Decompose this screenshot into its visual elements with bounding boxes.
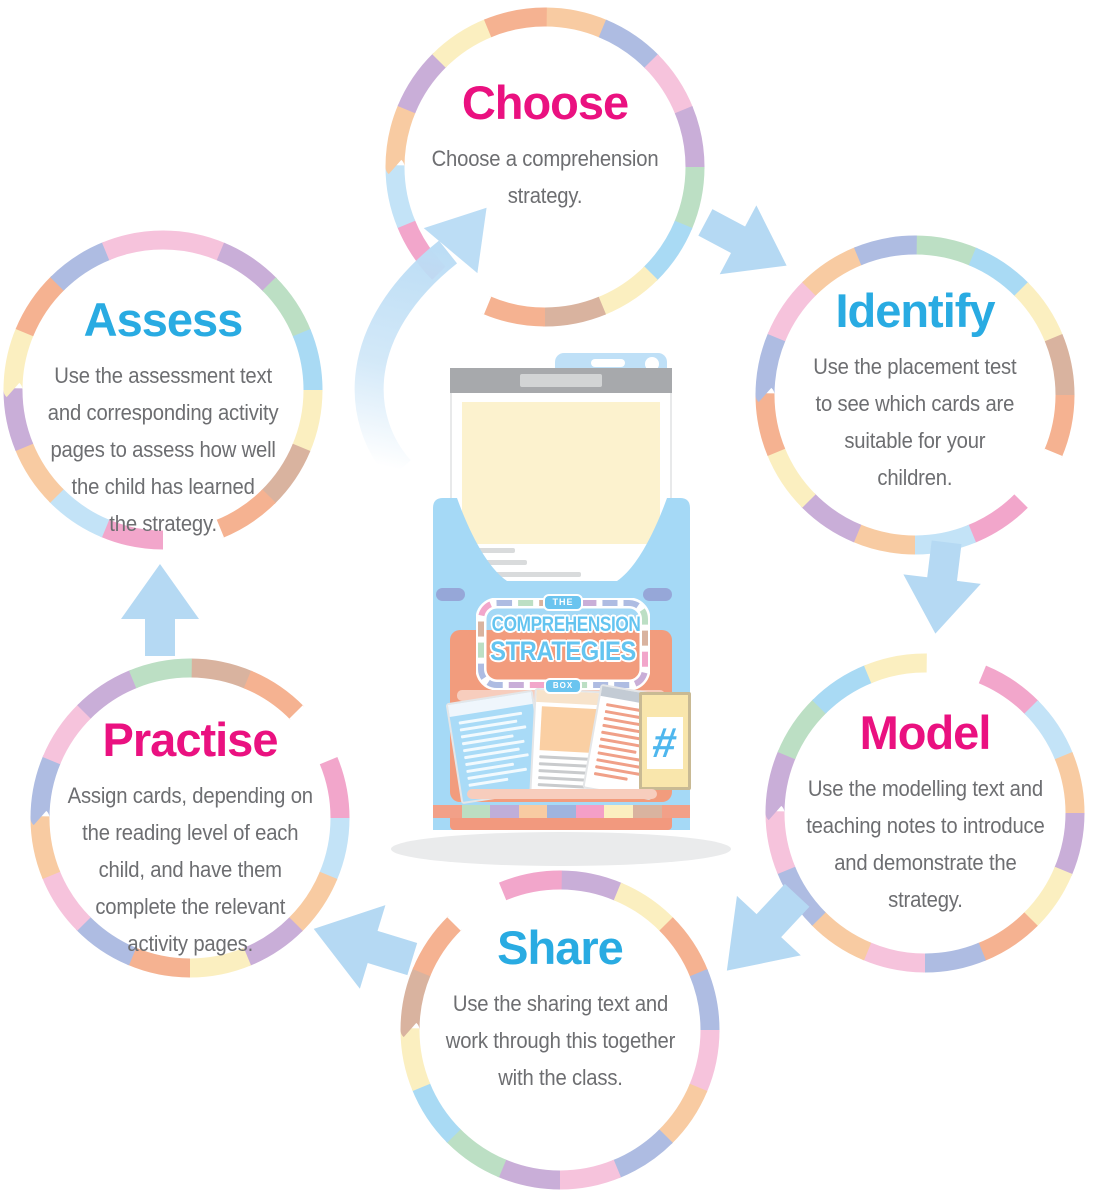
segmented-ring — [385, 7, 705, 327]
step-title-share: Share — [497, 921, 624, 974]
card-text-line — [475, 572, 581, 577]
hash-tile-inner: # — [647, 717, 683, 769]
hash-icon: # — [650, 719, 681, 766]
base-tile — [575, 805, 605, 818]
step-body-identify: Use the placement test to see which card… — [813, 354, 1017, 490]
step-body-model: Use the modelling text and teaching note… — [805, 776, 1045, 912]
step-body-assess: Use the assessment text and correspondin… — [47, 363, 279, 536]
card-header-tab — [520, 374, 602, 387]
step-content: Share Use the sharing text and work thro… — [400, 870, 720, 1190]
box-base-strip — [433, 805, 691, 818]
step-content: Practise Assign cards, depending on the … — [30, 658, 350, 978]
box-base-bar — [450, 818, 672, 830]
step-circle-assess: Assess Use the assessment text and corre… — [3, 230, 323, 550]
base-tile — [632, 805, 662, 818]
segmented-ring — [400, 870, 720, 1190]
hash-tile: # — [639, 692, 691, 790]
card-tab-pill — [591, 359, 625, 367]
base-tile — [490, 805, 519, 818]
card-line — [468, 777, 509, 787]
card-text-line — [467, 548, 515, 553]
step-circle-model: Model Use the modelling text and teachin… — [765, 653, 1085, 973]
arrow-practise-to-assess — [121, 564, 199, 656]
step-title-practise: Practise — [102, 713, 279, 766]
logo-comprehension-label: COMPREHENSION — [491, 613, 641, 636]
box-handle-left — [436, 588, 465, 601]
box-logo-plate: THE COMPREHENSION STRATEGIES BOX — [476, 594, 650, 694]
logo-the-label: THE — [543, 594, 583, 611]
step-title-choose: Choose — [461, 76, 629, 129]
base-tile — [661, 805, 691, 818]
step-circle-choose: Choose Choose a comprehension strategy. — [385, 7, 705, 327]
logo-box-label: BOX — [544, 678, 582, 694]
big-card-header — [450, 368, 672, 393]
step-content: Model Use the modelling text and teachin… — [765, 653, 1085, 973]
card-line — [593, 771, 628, 781]
step-title-model: Model — [859, 706, 992, 759]
base-tile — [518, 805, 548, 818]
step-circle-practise: Practise Assign cards, depending on the … — [30, 658, 350, 978]
step-title-identify: Identify — [835, 284, 995, 337]
segmented-ring — [3, 230, 323, 550]
box-shadow — [391, 832, 731, 866]
step-body-choose: Choose a comprehension strategy. — [431, 146, 659, 208]
segmented-ring — [30, 658, 350, 978]
card-yellow-panel — [462, 402, 660, 544]
step-body-share: Use the sharing text and work through th… — [445, 991, 675, 1090]
step-circle-identify: Identify Use the placement test to see w… — [755, 235, 1075, 555]
strategies-box-illustration: THE COMPREHENSION STRATEGIES BOX — [391, 340, 731, 880]
logo-strategies-label: STRATEGIES — [490, 636, 636, 666]
shelf-stripe — [467, 789, 657, 799]
step-content: Choose Choose a comprehension strategy. — [385, 7, 705, 327]
segmented-ring — [765, 653, 1085, 973]
card-text-line — [471, 560, 527, 565]
box-handle-right — [643, 588, 672, 601]
card-tab-dot — [645, 357, 659, 371]
step-content: Assess Use the assessment text and corre… — [3, 230, 323, 550]
base-tile — [433, 805, 462, 818]
step-circle-share: Share Use the sharing text and work thro… — [400, 870, 720, 1190]
base-tile — [604, 805, 633, 818]
base-tile — [461, 805, 491, 818]
step-body-practise: Assign cards, depending on the reading l… — [67, 783, 313, 956]
step-title-assess: Assess — [83, 293, 244, 346]
base-tile — [547, 805, 576, 818]
step-content: Identify Use the placement test to see w… — [755, 235, 1075, 555]
